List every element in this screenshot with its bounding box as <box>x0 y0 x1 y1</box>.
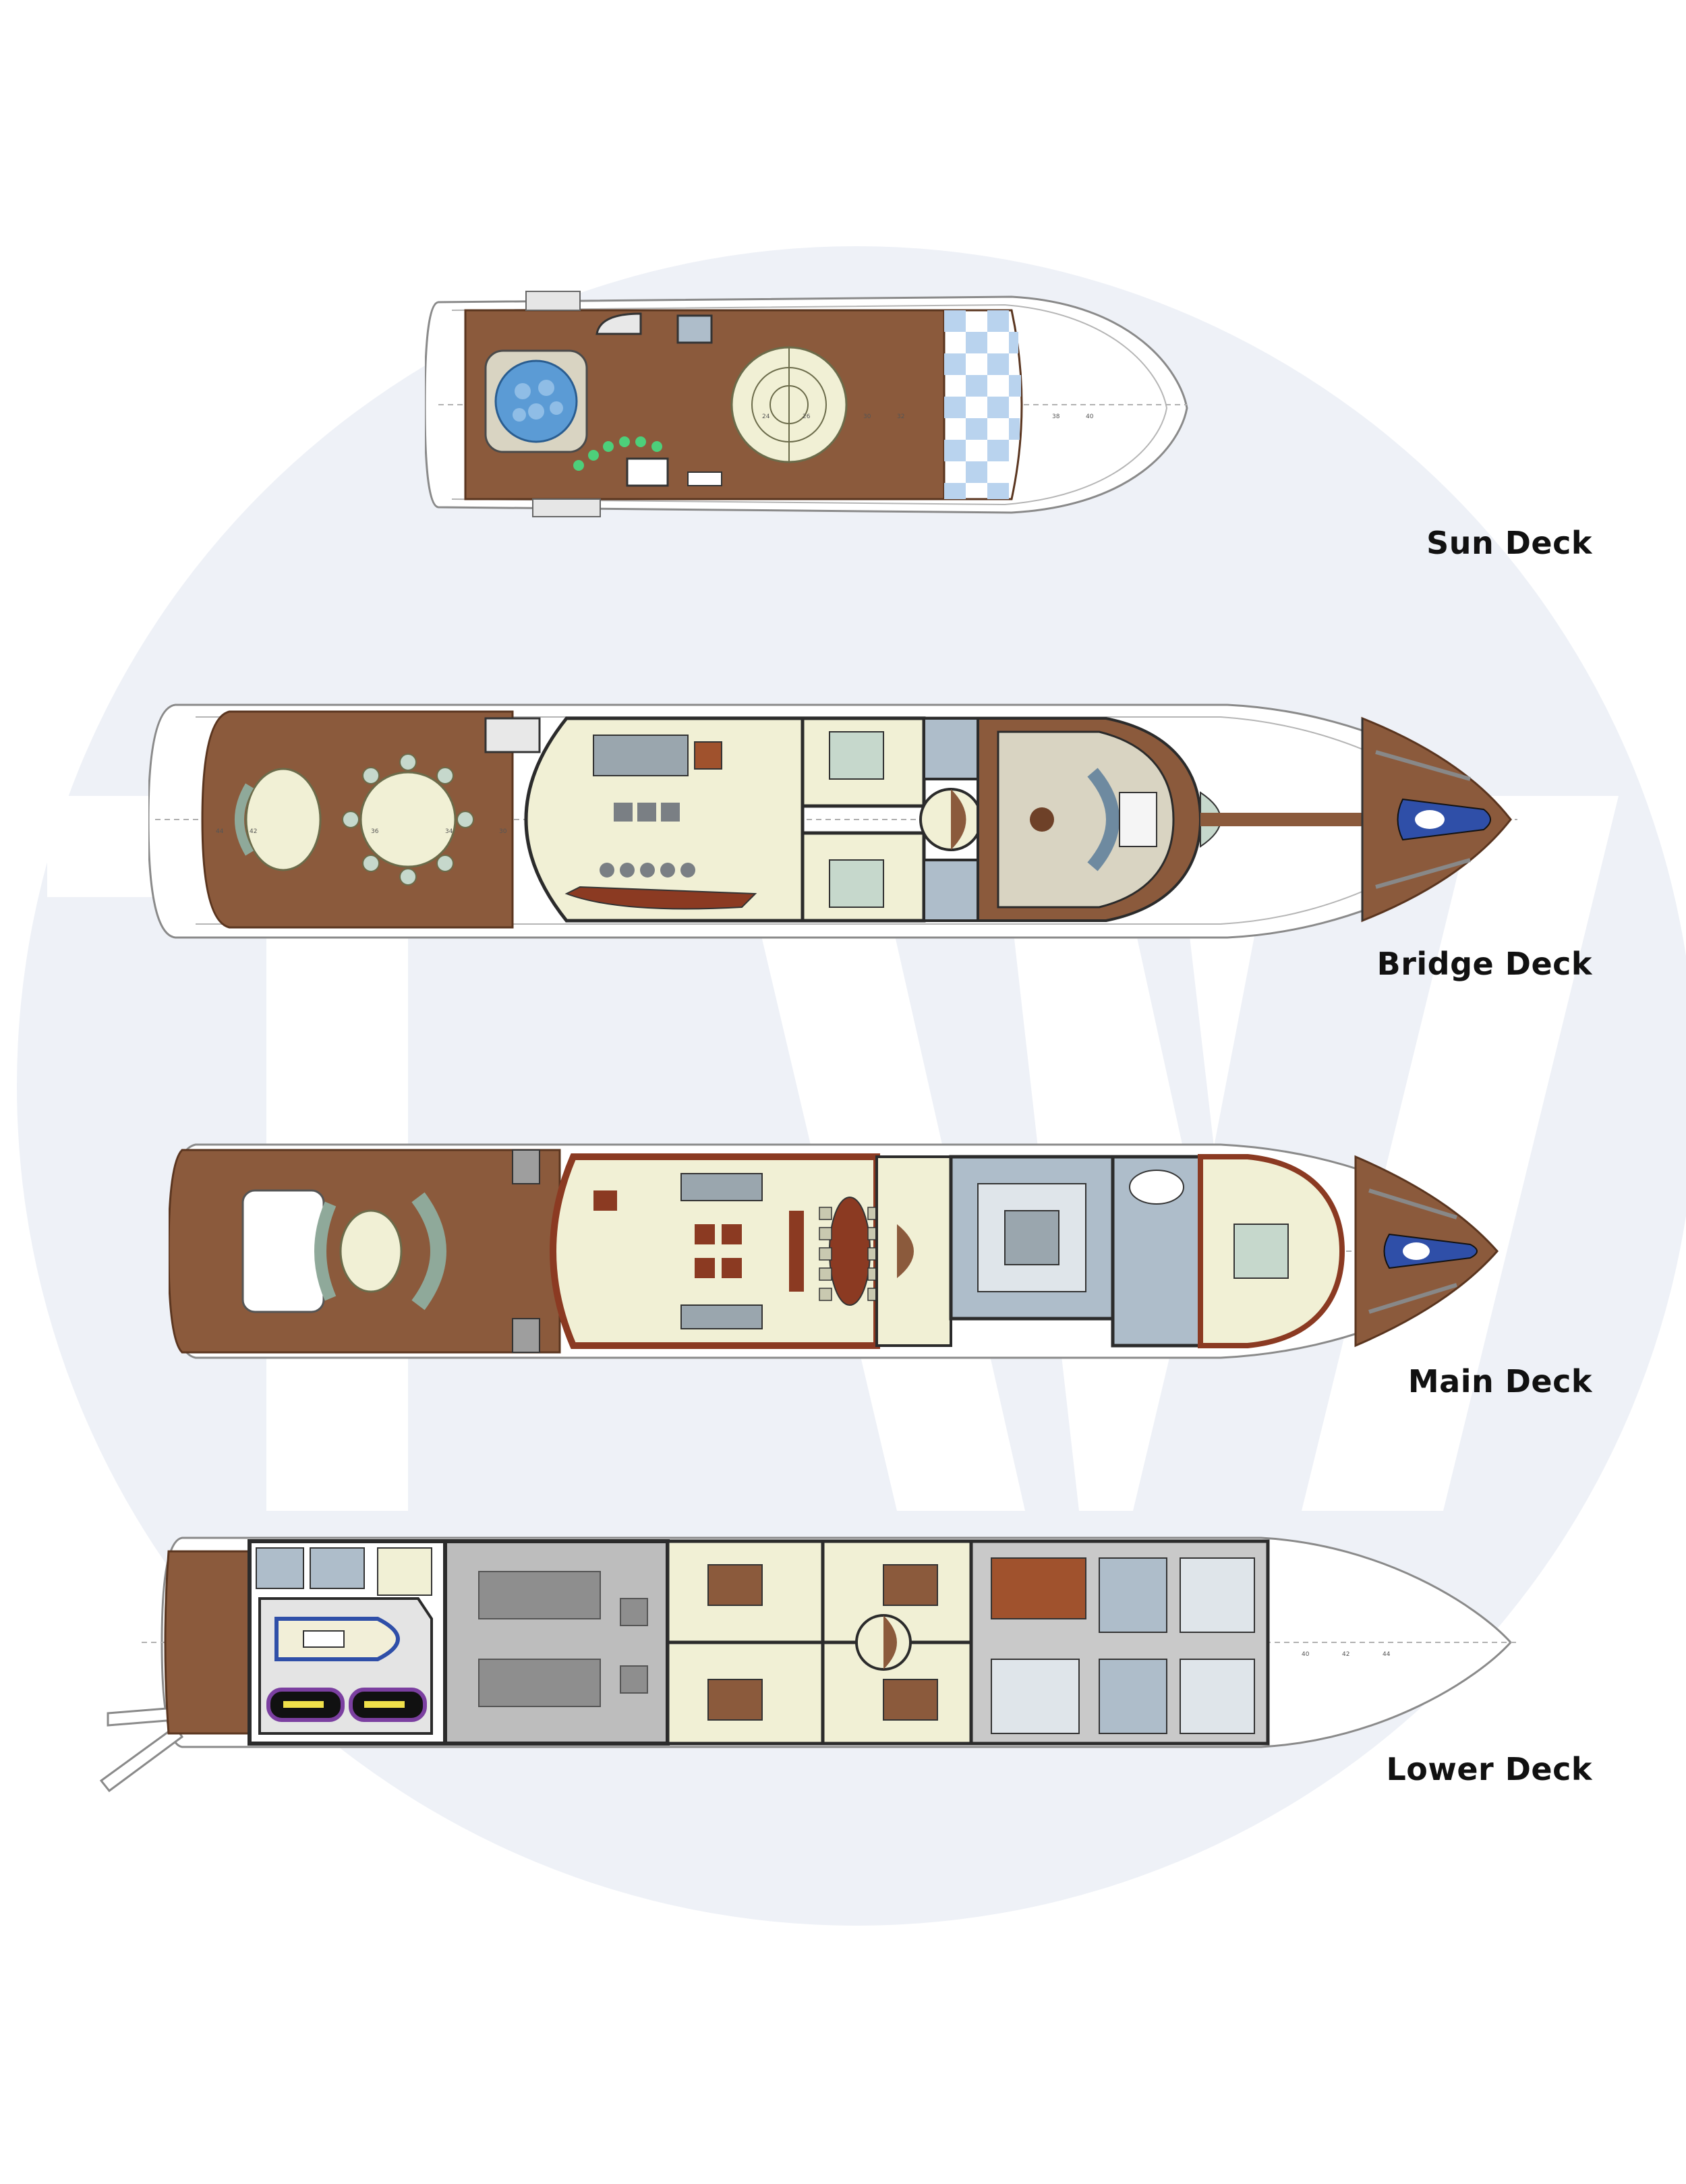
svg-text:44: 44 <box>216 828 224 835</box>
sun-deck-checkered-area <box>943 309 1023 500</box>
lower-aft-teak <box>164 1550 251 1735</box>
svg-text:34: 34 <box>445 828 453 835</box>
dining-table <box>829 1197 871 1306</box>
svg-text:36: 36 <box>371 828 379 835</box>
master-bath <box>1111 1155 1202 1348</box>
tender-boat <box>274 1617 400 1661</box>
svg-text:24: 24 <box>762 413 770 420</box>
bridge-head-starboard <box>923 859 979 922</box>
sun-deck-bar <box>626 457 669 487</box>
bridge-head-port <box>923 717 979 780</box>
svg-text:30: 30 <box>499 828 507 835</box>
svg-text:42: 42 <box>250 828 257 835</box>
garage-jetskis <box>266 1688 427 1722</box>
main-saloon <box>550 1153 880 1349</box>
bridge-deck-plan: 44 42 36 34 30 <box>148 691 1524 951</box>
bar-stools <box>573 436 662 471</box>
svg-text:40: 40 <box>1086 413 1094 420</box>
svg-text:32: 32 <box>897 413 904 420</box>
main-foredeck-jetski <box>1383 1233 1478 1269</box>
foredeck-jetski <box>1397 798 1491 841</box>
sun-deck-label: Sun Deck <box>1426 525 1592 561</box>
svg-text:42: 42 <box>1342 1651 1349 1658</box>
passerelle <box>99 1706 184 1793</box>
aft-stair <box>484 717 541 753</box>
svg-text:30: 30 <box>863 413 871 420</box>
main-deck-plan <box>169 1137 1504 1366</box>
svg-text:44: 44 <box>1383 1651 1391 1658</box>
master-bed <box>1233 1224 1289 1279</box>
helm-console <box>1119 792 1157 847</box>
sun-deck-wc <box>676 314 713 344</box>
round-seating <box>730 346 848 463</box>
main-deck-label: Main Deck <box>1407 1363 1592 1400</box>
dining-table-outdoor <box>342 753 474 886</box>
svg-text:40: 40 <box>1302 1651 1310 1658</box>
sun-loungers <box>525 291 601 517</box>
aft-table <box>339 1209 403 1293</box>
lower-deck-plan: 40 42 44 <box>88 1531 1524 1801</box>
aft-sofa <box>245 768 322 871</box>
jacuzzi <box>484 349 588 453</box>
lower-deck-label: Lower Deck <box>1386 1751 1592 1787</box>
sun-deck-stair <box>595 312 642 335</box>
svg-text:26: 26 <box>803 413 811 420</box>
aft-lounge-pad <box>241 1189 325 1313</box>
svg-text:38: 38 <box>1052 413 1060 420</box>
bridge-deck-label: Bridge Deck <box>1376 946 1592 982</box>
sun-deck-plan: 24 26 30 32 38 40 <box>425 290 1207 519</box>
